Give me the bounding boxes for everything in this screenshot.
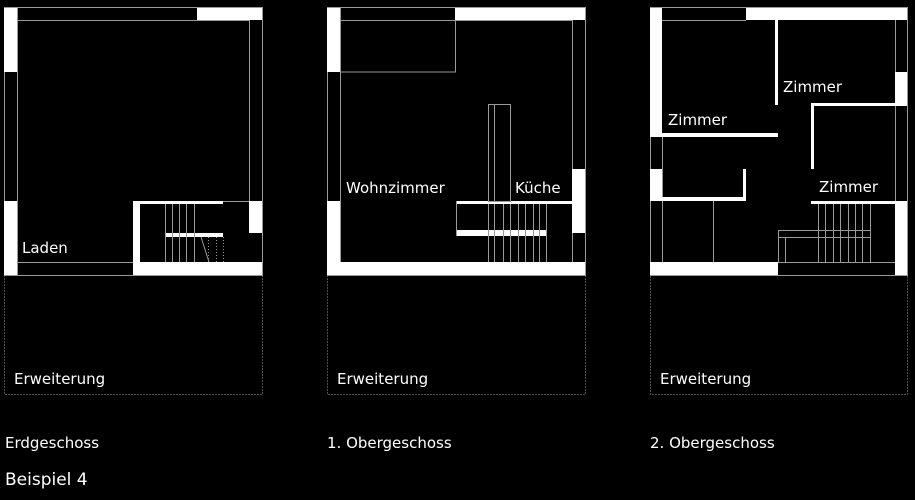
wall	[133, 262, 262, 275]
room-label: Küche	[515, 179, 561, 197]
wall	[455, 8, 585, 20]
wall	[662, 133, 778, 137]
wall	[327, 8, 340, 72]
wall	[4, 8, 17, 72]
wall	[572, 169, 585, 233]
room-label: Zimmer	[668, 111, 728, 129]
wall	[456, 201, 572, 204]
room-label: Laden	[22, 239, 68, 257]
stair-landing	[456, 230, 546, 236]
plan-1-obergeschoss: Wohnzimmer Küche Erweiterung 1. Obergesc…	[327, 7, 586, 452]
chimney	[488, 104, 511, 202]
figure-title: Beispiel 4	[5, 470, 88, 490]
extension-label: Erweiterung	[337, 370, 428, 388]
wall	[743, 169, 746, 201]
room-label: Wohnzimmer	[346, 179, 446, 197]
wall	[662, 197, 746, 201]
extension-area	[4, 275, 263, 395]
staircase	[778, 204, 871, 262]
wall	[197, 8, 262, 20]
wall	[811, 201, 895, 204]
room-label: Zimmer	[819, 178, 879, 196]
wall	[746, 8, 907, 20]
staircase	[456, 104, 547, 262]
wall	[650, 262, 778, 275]
wall	[895, 72, 907, 103]
room-label: Zimmer	[783, 78, 843, 96]
wall	[4, 201, 17, 275]
extension-label: Erweiterung	[14, 370, 105, 388]
plan-caption: 1. Obergeschoss	[327, 434, 452, 452]
plan-erdgeschoss: Laden Erweiterung Erdgeschoss	[4, 7, 263, 452]
wall	[650, 8, 662, 137]
extension-area	[650, 275, 908, 395]
built-in-cabinet	[340, 20, 456, 73]
plan-2-obergeschoss: Zimmer Zimmer Zimmer Erweiterung 2. Ober…	[650, 7, 908, 452]
plan-caption: 2. Obergeschoss	[650, 434, 775, 452]
wall	[249, 201, 262, 233]
plan-caption: Erdgeschoss	[5, 434, 99, 452]
wall	[650, 169, 662, 201]
wall	[775, 20, 778, 105]
wall	[895, 201, 907, 275]
wall	[327, 262, 585, 275]
staircase	[165, 204, 224, 263]
extension-area	[327, 275, 586, 395]
wall	[140, 201, 223, 204]
extension-label: Erweiterung	[660, 370, 751, 388]
wall	[327, 201, 340, 275]
wall	[811, 103, 907, 106]
wall	[133, 201, 140, 275]
outer-outline	[650, 7, 908, 276]
wall	[811, 103, 814, 169]
